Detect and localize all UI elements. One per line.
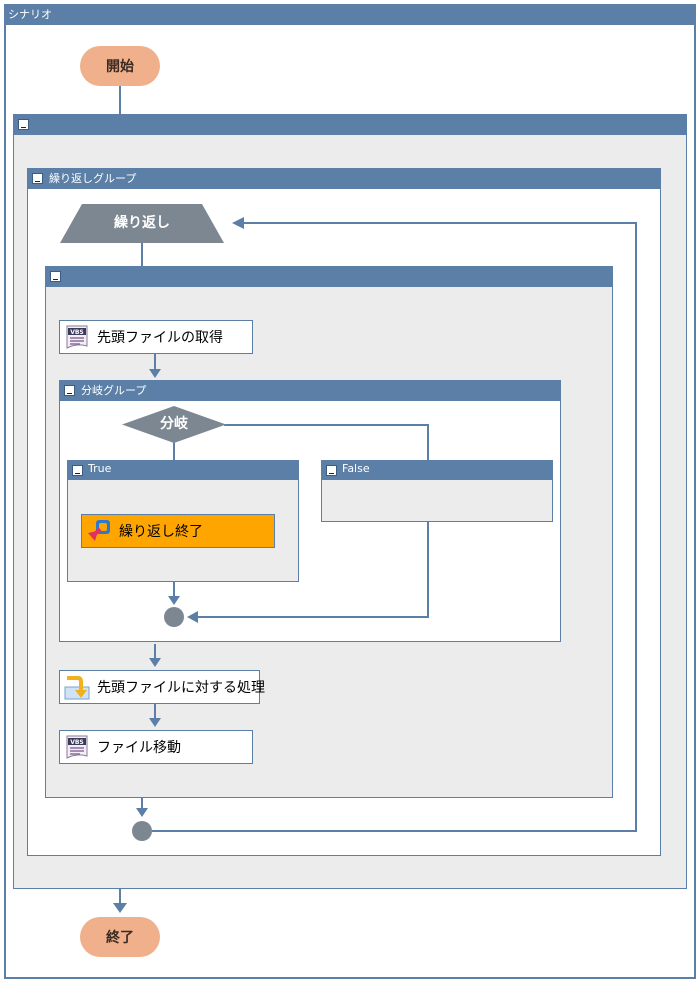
svg-text:VBS: VBS xyxy=(70,329,84,336)
move-file-node[interactable]: VBS ファイル移動 xyxy=(59,730,253,764)
process-first-file-label: 先頭ファイルに対する処理 xyxy=(97,680,265,696)
outer-group-header[interactable] xyxy=(13,114,687,135)
scenario-title: シナリオ xyxy=(8,8,52,21)
loop-group-header[interactable]: 繰り返しグループ xyxy=(27,168,661,189)
end-node[interactable]: 終了 xyxy=(80,917,160,957)
loop-label: 繰り返し xyxy=(114,215,170,231)
get-first-file-label: 先頭ファイルの取得 xyxy=(97,330,223,346)
true-branch-collapse-button[interactable] xyxy=(72,465,83,476)
move-file-label: ファイル移動 xyxy=(97,740,181,756)
loop-body-collapse-button[interactable] xyxy=(50,271,61,282)
branch-label: 分岐 xyxy=(160,416,188,432)
scenario-header: シナリオ xyxy=(4,4,696,25)
loop-body-header[interactable] xyxy=(45,266,613,287)
true-branch-header[interactable]: True xyxy=(67,460,299,480)
branch-group-title: 分岐グループ xyxy=(81,384,147,397)
true-branch-title: True xyxy=(88,462,112,475)
vbs-script-icon: VBS xyxy=(63,733,91,761)
loop-start-node[interactable]: 繰り返し xyxy=(60,204,224,243)
loop-end-node[interactable]: 繰り返し終了 xyxy=(81,514,275,548)
process-first-file-node[interactable]: 先頭ファイルに対する処理 xyxy=(59,670,265,704)
branch-diamond-shape xyxy=(122,406,226,443)
get-first-file-node[interactable]: VBS 先頭ファイルの取得 xyxy=(59,320,253,354)
loop-merge-point xyxy=(132,821,152,841)
svg-text:VBS: VBS xyxy=(70,739,84,746)
branch-merge-point xyxy=(164,607,184,627)
false-branch-title: False xyxy=(342,462,370,475)
end-label: 終了 xyxy=(106,930,134,946)
loop-exit-icon xyxy=(85,517,113,545)
branch-group-header[interactable]: 分岐グループ xyxy=(59,380,561,401)
branch-group-collapse-button[interactable] xyxy=(64,385,75,396)
vbs-script-icon: VBS xyxy=(63,323,91,351)
outer-group-collapse-button[interactable] xyxy=(18,119,29,130)
false-branch-collapse-button[interactable] xyxy=(326,465,337,476)
loop-group-collapse-button[interactable] xyxy=(32,173,43,184)
subroutine-call-icon xyxy=(63,673,91,701)
false-branch-header[interactable]: False xyxy=(321,460,553,480)
start-label: 開始 xyxy=(106,59,134,75)
branch-decision-node[interactable]: 分岐 xyxy=(122,406,226,443)
loop-trapezoid-shape xyxy=(60,204,224,243)
start-node[interactable]: 開始 xyxy=(80,46,160,86)
loop-end-label: 繰り返し終了 xyxy=(119,524,203,540)
loop-group-title: 繰り返しグループ xyxy=(49,172,137,185)
